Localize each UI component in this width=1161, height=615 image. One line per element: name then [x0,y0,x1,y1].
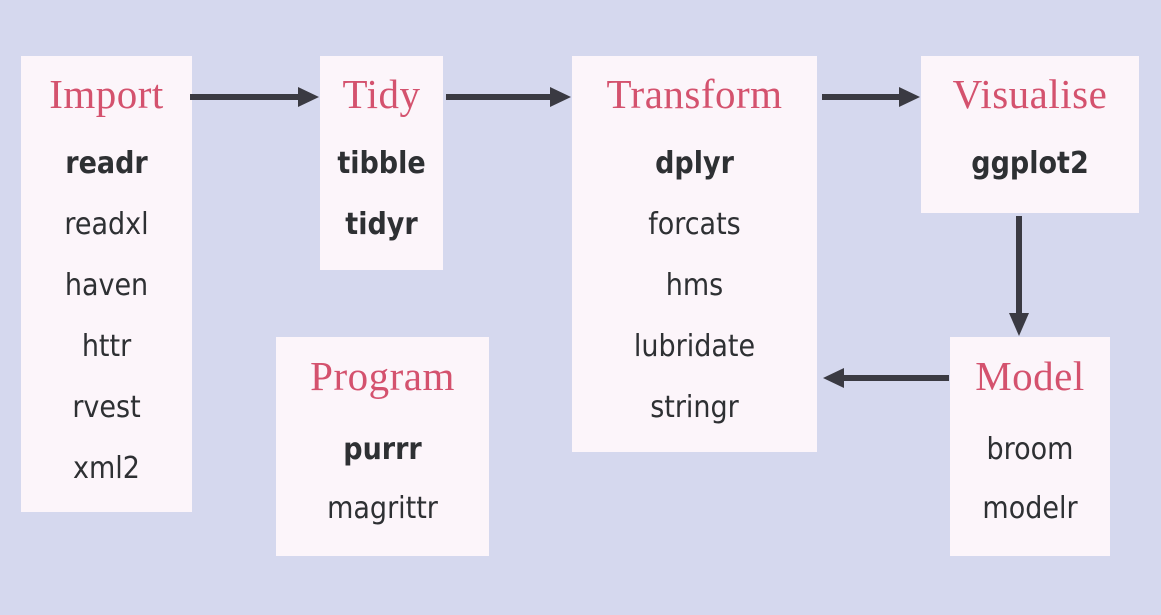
package-readxl: readxl [64,207,149,242]
package-dplyr: dplyr [655,146,734,181]
stage-box-tidy[interactable]: Tidy tibble tidyr [320,56,443,270]
arrow-right-icon-tidy-to-transform [446,87,571,107]
package-tidyr: tidyr [345,207,418,242]
arrow-right-icon-import-to-tidy [190,87,319,107]
stage-box-visualise[interactable]: Visualise ggplot2 [921,56,1139,213]
package-stringr: stringr [650,390,739,425]
arrow-down-icon-visualise-to-model [1009,216,1029,336]
stage-box-program[interactable]: Program purrr magrittr [276,337,489,556]
stage-title-program: Program [310,353,455,399]
stage-box-transform[interactable]: Transform dplyr forcats hms lubridate st… [572,56,817,452]
package-list-tidy: tibble tidyr [320,149,443,271]
package-list-program: purrr magrittr [276,435,489,553]
stage-box-model[interactable]: Model broom modelr [950,337,1110,556]
arrow-left-icon-model-to-transform [823,368,949,388]
package-list-model: broom modelr [950,435,1110,553]
package-rvest: rvest [72,390,141,425]
package-list-visualise: ggplot2 [921,149,1139,179]
package-readr: readr [65,146,148,181]
package-modelr: modelr [982,491,1078,526]
package-haven: haven [64,268,149,303]
arrow-right-icon-transform-to-visualise [822,87,920,107]
package-purrr: purrr [343,432,422,467]
stage-title-transform: Transform [606,71,783,117]
package-forcats: forcats [648,207,741,242]
package-httr: httr [81,329,132,364]
package-ggplot2: ggplot2 [971,146,1089,181]
package-list-transform: dplyr forcats hms lubridate stringr [572,149,817,454]
stage-box-import[interactable]: Import readr readxl haven httr rvest xml… [21,56,192,512]
package-magrittr: magrittr [327,491,438,526]
package-broom: broom [986,432,1074,467]
package-list-import: readr readxl haven httr rvest xml2 [21,149,192,515]
stage-title-import: Import [49,71,164,117]
stage-title-tidy: Tidy [342,71,421,117]
package-lubridate: lubridate [633,329,756,364]
package-xml2: xml2 [73,451,140,486]
package-hms: hms [665,268,724,303]
package-tibble: tibble [337,146,426,181]
stage-title-visualise: Visualise [952,71,1108,117]
stage-title-model: Model [975,353,1085,399]
